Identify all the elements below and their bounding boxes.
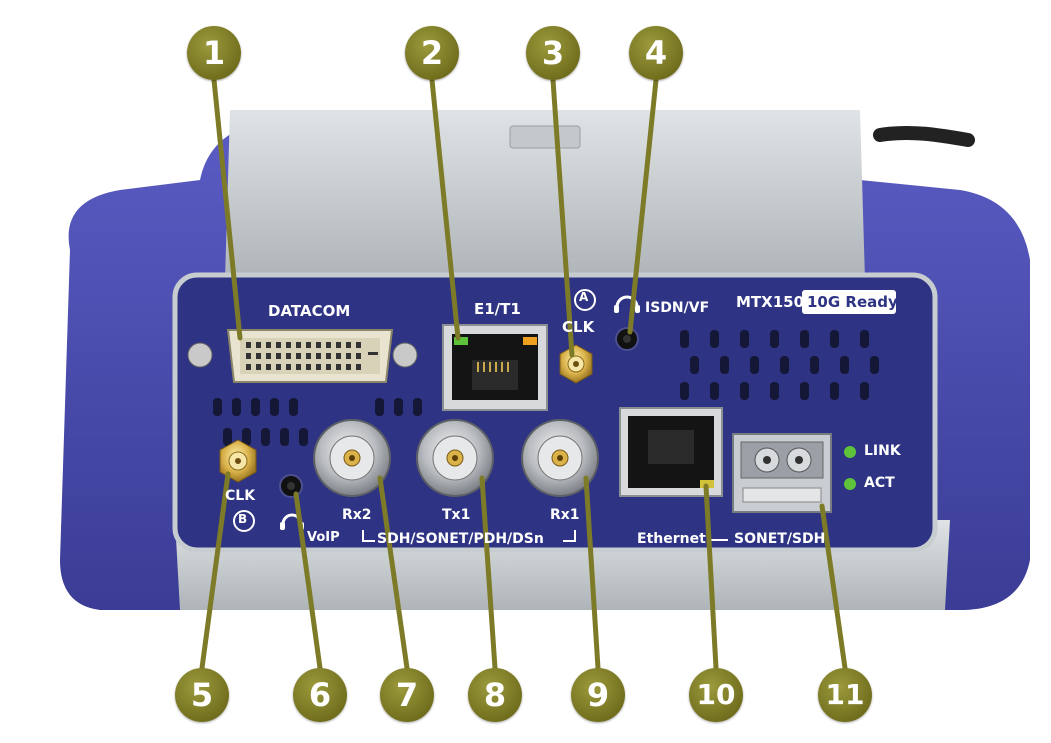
clk-a-label: CLK — [562, 318, 595, 336]
clk-a-connector — [559, 344, 593, 384]
rx2-bnc — [313, 419, 391, 497]
isdn-jack — [615, 327, 639, 351]
ready-badge: 10G Ready — [807, 293, 898, 311]
sfp-port — [732, 433, 832, 513]
marker-b-ring — [233, 510, 255, 532]
isdn-vf-label: ISDN/VF — [645, 300, 710, 316]
clk-b-label: CLK — [225, 488, 256, 504]
datacom-port — [187, 329, 418, 383]
rx2-label: Rx2 — [342, 507, 372, 523]
voip-label: VoIP — [307, 530, 340, 545]
callout-11: 11 — [818, 668, 872, 722]
sdh-bracket-right — [563, 530, 576, 542]
e1t1-led-green — [454, 337, 468, 345]
top-latch — [509, 125, 581, 149]
model-label: MTX150 — [736, 293, 805, 311]
ready-badge-bg — [802, 290, 896, 314]
e1t1-label: E1/T1 — [474, 300, 521, 318]
clk-b-connector — [219, 439, 257, 483]
e1t1-led-amber — [523, 337, 537, 345]
sdh-bracket-left — [362, 530, 375, 542]
voip-jack — [279, 474, 303, 498]
rx1-bnc — [521, 419, 599, 497]
right-vents — [680, 330, 879, 400]
callout-8: 8 — [468, 668, 522, 722]
callout-9: 9 — [571, 668, 625, 722]
callout-5: 5 — [175, 668, 229, 722]
ethernet-port — [619, 407, 723, 497]
ethernet-label: Ethernet — [637, 531, 706, 547]
tx1-bnc — [416, 419, 494, 497]
clk-a-marker: A — [579, 290, 589, 304]
left-vents — [213, 398, 422, 446]
sonet-sdh-label: SONET/SDH — [734, 531, 826, 547]
callout-2: 2 — [405, 26, 459, 80]
tx1-label: Tx1 — [442, 507, 471, 523]
power-cable — [873, 125, 975, 147]
callout-leaders — [199, 77, 848, 671]
rx1-label: Rx1 — [550, 507, 580, 523]
sdh-group-label: SDH/SONET/PDH/DSn — [377, 531, 544, 547]
link-label: LINK — [864, 443, 901, 459]
callout-4: 4 — [629, 26, 683, 80]
act-led — [844, 478, 856, 490]
link-led — [844, 446, 856, 458]
callout-6: 6 — [293, 668, 347, 722]
callout-3: 3 — [526, 26, 580, 80]
callout-7: 7 — [380, 668, 434, 722]
datacom-label: DATACOM — [268, 302, 351, 320]
top-housing — [225, 110, 865, 280]
headset-icon-top — [615, 295, 639, 308]
marker-a-ring — [574, 289, 596, 311]
e1t1-port — [442, 324, 548, 411]
act-label: ACT — [864, 475, 895, 491]
callout-1: 1 — [187, 26, 241, 80]
clk-b-marker: B — [238, 512, 248, 526]
callout-10: 10 — [689, 668, 743, 722]
